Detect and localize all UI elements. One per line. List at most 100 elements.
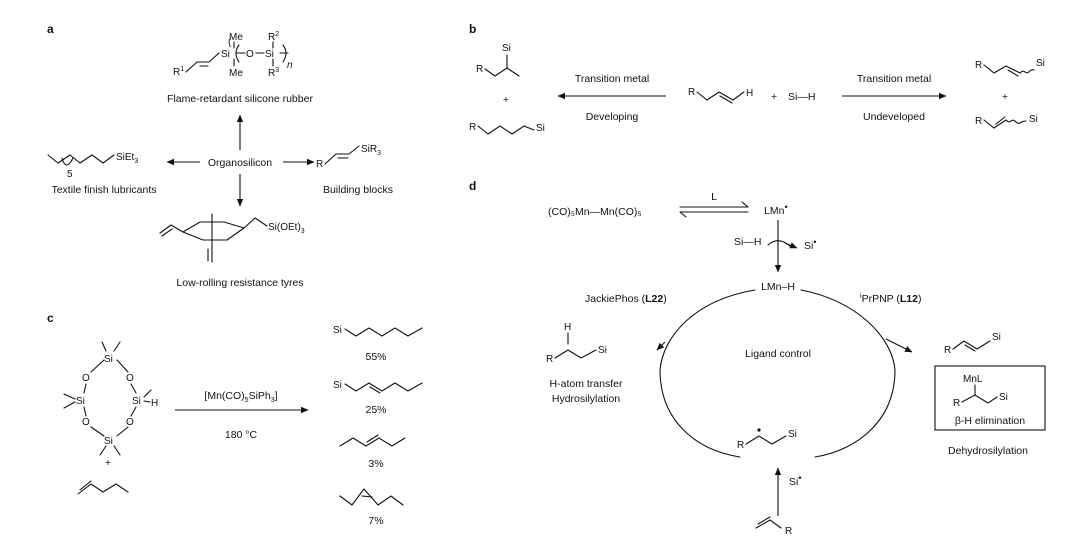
silicone-rubber-structure: R1 Si Me Me ( O Si R2 R3 n [173,31,293,79]
svg-text:Si: Si [502,43,511,54]
svg-text:R: R [785,526,792,537]
svg-text:Si: Si [333,380,342,391]
tyre-silane-structure: Si(OEt)3 [159,213,305,263]
svg-text:Si(OEt)3: Si(OEt)3 [268,222,305,235]
svg-text:Me: Me [229,68,243,79]
vinyl-bond [185,52,220,73]
hydrosilylation-product: H R Si [546,322,607,365]
svg-text:Me: Me [229,32,243,43]
svg-text:+: + [105,457,111,469]
svg-text:H: H [746,88,753,99]
mn-dimer: (CO)₅Mn—Mn(CO)₅ [548,206,642,218]
svg-text:Si: Si [221,49,230,60]
panel-c: c Si O O Si Si H O O Si [47,311,423,527]
svg-text:O: O [82,373,90,384]
svg-text:5: 5 [67,169,73,180]
lubricant-structure: 5 SiEt3 [47,152,138,180]
tyres-caption: Low-rolling resistance tyres [176,277,303,289]
panel-label-b: b [469,22,476,36]
svg-text:O: O [126,417,134,428]
svg-text:O: O [126,373,134,384]
dehydrosilylation-product: R Si [944,332,1001,356]
svg-text:Si: Si [76,396,85,407]
lmn-hydride: LMn–H [761,281,795,293]
svg-text:O: O [246,49,254,60]
vinylsilane-structure: R SiR3 [316,144,381,170]
beta-h-caption: β-H elimination [955,415,1025,427]
organosilicon-label: Organosilicon [208,157,272,169]
panel-a: a R1 Si Me Me ( O Si R2 R3 n Flame-retar… [47,22,393,289]
svg-text:Si: Si [132,396,141,407]
developing-label: Developing [586,111,639,123]
svg-text:Si: Si [536,123,545,134]
svg-text:SiEt3: SiEt3 [116,152,138,165]
linear-alkylsilane: R Si [469,122,545,135]
svg-text:n: n [287,60,293,71]
svg-text:R: R [546,354,553,365]
vinylsilane-product: R Si [975,114,1038,129]
svg-text:MnL: MnL [963,374,983,385]
svg-text:R: R [476,64,483,75]
hat-caption: H-atom transfer [550,378,623,390]
svg-text:Si: Si [104,354,113,365]
panel-b: b R Si + R Si Transition metal Developin… [469,22,1045,135]
panel-label-a: a [47,22,54,36]
product-alkylsilane: Si [333,325,423,337]
jackiephos-label: JackiePhos (L22) [585,293,667,305]
lmn-radical: LMn• [764,202,788,217]
svg-text:R1: R1 [173,66,184,78]
branched-alkylsilane: R Si [476,43,520,77]
alkene-substrate: R [755,516,792,537]
yield-alkylsilane: 55% [365,351,386,363]
svg-text:R: R [944,345,951,356]
panel-d: d (CO)₅Mn—Mn(CO)₅ L LMn• Si—H Si• LMn–H … [469,179,1046,537]
sih-reagent: Si—H [734,236,761,248]
silyl-radical-out: Si• [804,237,817,252]
pentene-structure [77,483,129,495]
cyclosiloxane-ring: Si O O Si Si H O O Si [63,341,158,456]
allylsilane-product: R Si [975,58,1045,77]
panel-label-d: d [469,179,476,193]
hydrosilane: Si—H [788,91,815,103]
alkyl-radical-intermediate: R Si [737,428,797,451]
temperature-label: 180 °C [225,429,258,441]
svg-text:Si: Si [598,345,607,356]
svg-text:R: R [316,159,323,170]
svg-text:R3: R3 [268,67,279,79]
svg-text:Si: Si [788,429,797,440]
beta-h-elimination-box [934,365,1046,431]
svg-text:R: R [737,440,744,451]
cycle-left-arc [659,289,756,458]
svg-text:+: + [1002,91,1008,103]
svg-text:R: R [975,60,982,71]
yield-z-alkene: 7% [368,515,383,527]
svg-text:R: R [975,116,982,127]
undeveloped-label: Undeveloped [863,111,925,123]
arrow-to-dehydrosilylation [885,338,913,353]
terminal-alkene: R H [688,87,753,104]
svg-text:Si: Si [333,325,342,336]
building-blocks-caption: Building blocks [323,184,393,196]
svg-text:Si: Si [999,392,1008,403]
panel-label-c: c [47,311,54,325]
equilibrium-arrows [679,201,749,218]
svg-text:L: L [711,191,717,203]
dehydrosilylation-caption: Dehydrosilylation [948,445,1028,457]
arrow-to-hydrosilylation [656,341,666,351]
svg-text:H: H [564,322,571,333]
yield-vinylsilane: 25% [365,404,386,416]
flame-retardant-caption: Flame-retardant silicone rubber [167,93,313,105]
svg-text:R: R [688,87,695,98]
cycle-right-arc [800,289,896,458]
svg-text:Si: Si [992,332,1001,343]
svg-text:R: R [469,122,476,133]
iprpnp-label: iPrPNP (L12) [860,293,921,305]
product-z-pentene [339,488,404,506]
svg-text:R2: R2 [268,31,279,43]
svg-text:Si: Si [104,436,113,447]
product-vinylsilane: Si [333,380,423,394]
svg-text:O: O [82,417,90,428]
svg-text:+: + [771,91,777,103]
